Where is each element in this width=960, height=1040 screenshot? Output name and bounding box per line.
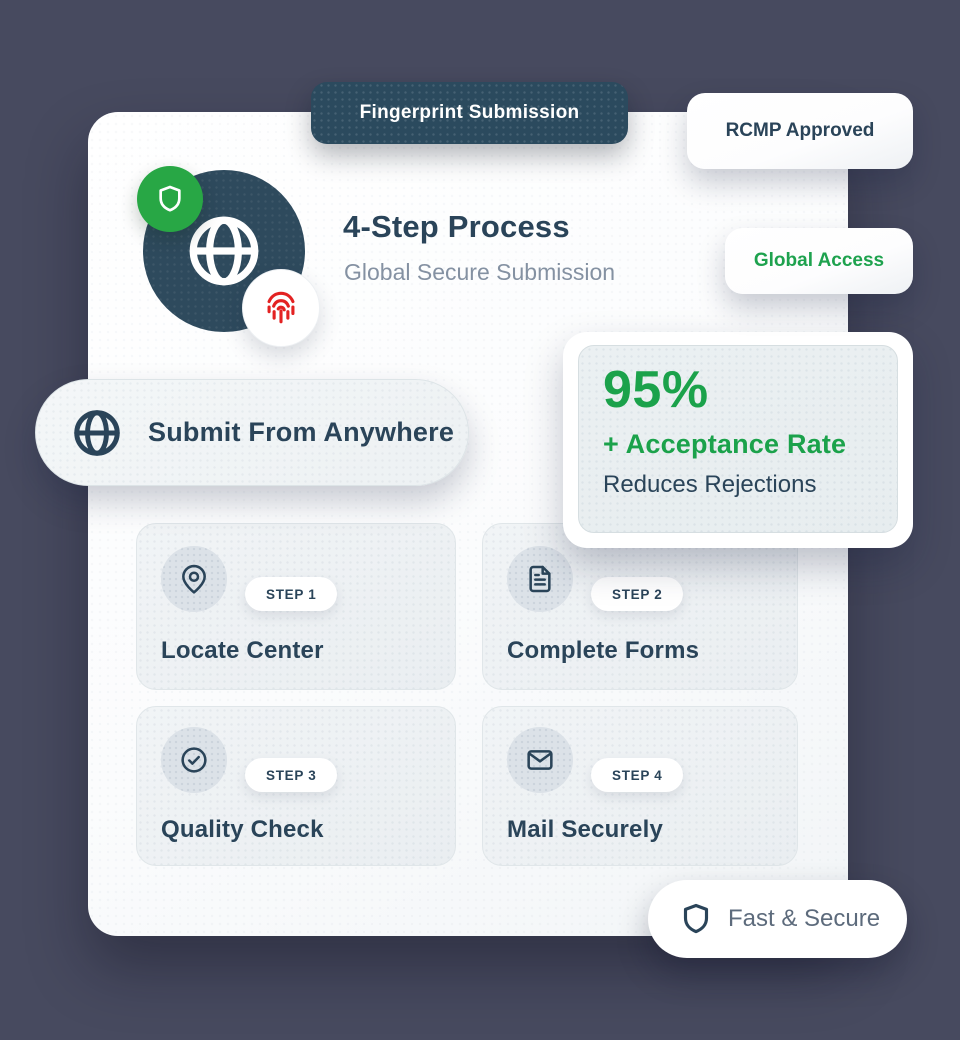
step-3-icon-circle [161,727,227,793]
fingerprint-submission-label: Fingerprint Submission [359,102,580,123]
document-icon [529,565,551,593]
global-access-badge: Global Access [725,228,913,294]
step-1-title: Locate Center [161,637,324,664]
step-3-title: Quality Check [161,816,324,843]
step-card-complete-forms: STEP 2 Complete Forms [482,523,798,690]
step-1-badge: STEP 1 [245,577,338,611]
step-3-badge: STEP 3 [245,758,338,792]
step-1-icon-circle [161,546,227,612]
stat-caption: Reduces Rejections [603,471,817,498]
page-subtitle: Global Secure Submission [344,259,616,285]
map-pin-icon [182,564,206,594]
submit-from-anywhere-button[interactable]: Submit From Anywhere [35,379,469,486]
hero-shield-badge [137,166,203,232]
fast-secure-button[interactable]: Fast & Secure [648,880,907,958]
global-access-label: Global Access [753,250,885,271]
check-circle-icon [181,747,207,773]
shield-icon [159,185,181,212]
globe-icon [189,216,259,286]
submit-from-anywhere-label: Submit From Anywhere [148,417,455,447]
step-2-badge: STEP 2 [591,577,684,611]
stat-highlight: + Acceptance Rate [603,429,847,459]
step-card-locate-center: STEP 1 Locate Center [136,523,456,690]
stat-value: 95% [603,361,709,419]
step-2-icon-circle [507,546,573,612]
globe-icon [74,409,120,456]
page-title: 4-Step Process [343,209,570,244]
rcmp-approved-label: RCMP Approved [725,120,875,141]
step-2-title: Complete Forms [507,637,700,664]
step-4-title: Mail Securely [507,816,664,843]
envelope-icon [527,750,553,770]
hero-fingerprint-badge [242,269,320,347]
step-4-badge: STEP 4 [591,758,684,792]
rcmp-approved-badge: RCMP Approved [687,93,913,169]
fast-secure-label: Fast & Secure [728,905,881,932]
step-4-icon-circle [507,727,573,793]
acceptance-stat-panel: 95% + Acceptance Rate Reduces Rejections [578,345,898,533]
fingerprint-icon [267,291,295,324]
step-card-mail-securely: STEP 4 Mail Securely [482,706,798,866]
step-card-quality-check: STEP 3 Quality Check [136,706,456,866]
acceptance-stat-card: 95% + Acceptance Rate Reduces Rejections [563,332,913,548]
shield-icon [683,903,709,934]
fingerprint-submission-badge: Fingerprint Submission [311,82,628,144]
